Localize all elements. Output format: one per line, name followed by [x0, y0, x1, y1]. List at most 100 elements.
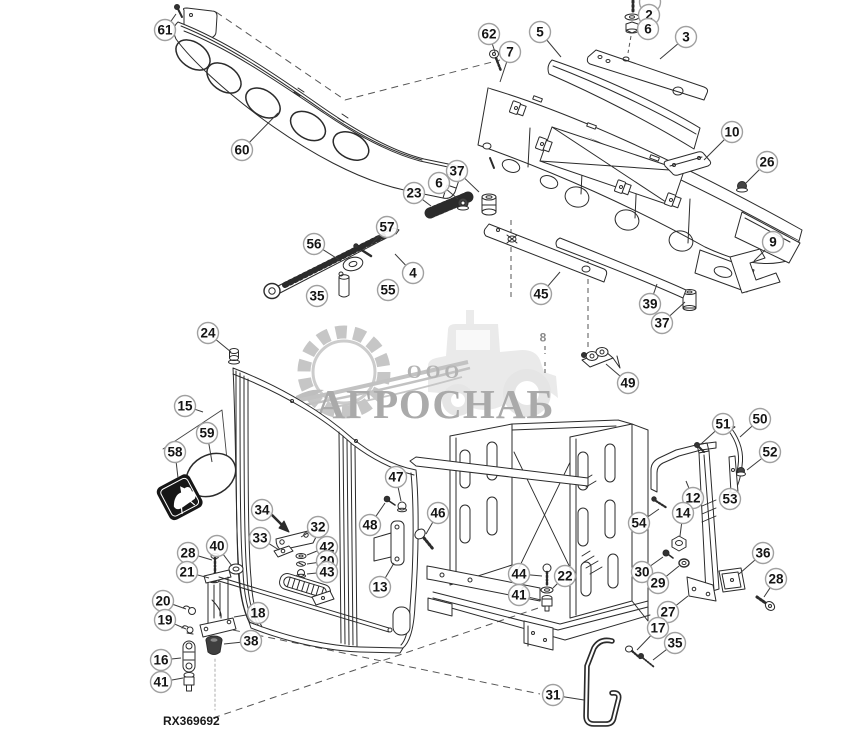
callout-circle	[711, 412, 735, 436]
callout-number: 39	[642, 297, 657, 312]
callout-number: 2	[645, 8, 653, 23]
callout-48: 48	[358, 502, 386, 537]
callout-number: 49	[620, 376, 635, 391]
watermark-logo: ООО АГРОСНАБ	[294, 310, 558, 427]
callout-leader	[194, 408, 204, 413]
callout-number: 13	[372, 580, 388, 595]
callout-leader	[215, 339, 232, 353]
callout-leader	[222, 554, 233, 567]
callout-leader	[659, 43, 679, 60]
callout-17: 17	[636, 616, 670, 651]
callout-23: 23	[402, 181, 432, 207]
callout-number: 54	[631, 516, 647, 531]
callout-number: 28	[768, 572, 784, 587]
upper-strip	[547, 59, 701, 150]
callout-41: 41	[507, 583, 542, 607]
callout-39: 39	[638, 283, 662, 316]
callout-circle	[671, 501, 695, 525]
callout-16: 16	[149, 648, 182, 672]
callout-number: 29	[650, 576, 665, 591]
callout-9: 9	[753, 230, 785, 262]
callout-37: 37	[650, 301, 686, 335]
bracket-9	[729, 248, 781, 294]
callout-leader	[197, 555, 213, 561]
callout-number: 6	[644, 22, 652, 37]
callout-number: 52	[762, 445, 777, 460]
callout-leader	[746, 458, 763, 471]
callout-leader	[703, 139, 725, 161]
callout-18: 18	[233, 601, 270, 625]
callout-13: 13	[368, 562, 395, 599]
callout-leader	[322, 249, 342, 262]
callout-leader	[368, 234, 381, 248]
callout-circle	[748, 407, 772, 431]
callout-circle	[153, 18, 177, 42]
callout-circle	[149, 670, 173, 694]
callout-number: 50	[752, 412, 767, 427]
callout-number: 5	[536, 25, 544, 40]
callout-leader	[738, 559, 756, 575]
callout-number: 41	[511, 588, 527, 603]
brand-decal	[156, 474, 203, 521]
callout-circle	[630, 560, 654, 584]
callout-leader	[397, 487, 402, 502]
callout-number: 22	[557, 569, 572, 584]
lower-plate-45	[483, 223, 608, 283]
callout-leader	[464, 177, 480, 193]
callout-30: 30	[630, 556, 664, 584]
callout-number: 15	[177, 399, 193, 414]
callout-circle	[205, 534, 229, 558]
callout-circle	[426, 501, 450, 525]
callout-leader	[679, 523, 683, 537]
callout-circle	[196, 321, 220, 345]
callout-leader	[425, 521, 434, 535]
callout-number: 37	[449, 164, 464, 179]
callout-38: 38	[223, 629, 263, 653]
callout-number: 35	[667, 636, 683, 651]
callout-leader	[196, 574, 210, 579]
callout-number: 60	[234, 143, 249, 158]
callout-leader	[665, 565, 680, 577]
callout-circle	[445, 159, 469, 183]
callout-circle	[305, 284, 329, 308]
callout-circle	[761, 230, 785, 254]
callout-number: 10	[724, 125, 739, 140]
callout-number: 20	[155, 594, 170, 609]
tube-31	[583, 637, 622, 727]
callout-circle	[638, 292, 662, 316]
hood-handle-13	[373, 520, 405, 566]
callout-number: 62	[481, 27, 496, 42]
callout-circle	[616, 371, 640, 395]
callout-6: 6	[427, 171, 459, 200]
callout-leader	[394, 253, 407, 266]
callout-5: 5	[528, 20, 562, 58]
callout-circle	[718, 487, 742, 511]
callout-circle	[175, 560, 199, 584]
callout-circle	[368, 575, 392, 599]
callout-29: 29	[646, 565, 680, 595]
callout-circle	[755, 150, 779, 174]
watermark-swoosh	[294, 360, 471, 413]
callout-leader	[763, 587, 771, 598]
callout-circle	[315, 560, 339, 584]
callout-35: 35	[652, 631, 687, 661]
callout-number: 28	[180, 546, 196, 561]
callout-number: 58	[167, 445, 183, 460]
callout-circle	[402, 181, 426, 205]
callout-number: 4	[409, 266, 417, 281]
callout-circle	[650, 311, 674, 335]
callout-20: 20	[151, 589, 187, 613]
callout-number: 45	[533, 287, 549, 302]
callout-33: 33	[248, 526, 280, 551]
callout-10: 10	[703, 120, 744, 161]
callout-leader	[233, 614, 248, 618]
callout-number: 34	[254, 503, 270, 518]
callout-leader	[653, 283, 658, 295]
callout-leader	[223, 641, 241, 645]
callout-leader	[171, 657, 182, 660]
callout-leader	[268, 543, 280, 551]
callout-number: 44	[511, 567, 527, 582]
callout-circle	[627, 511, 651, 535]
callout-number: 3	[682, 30, 690, 45]
